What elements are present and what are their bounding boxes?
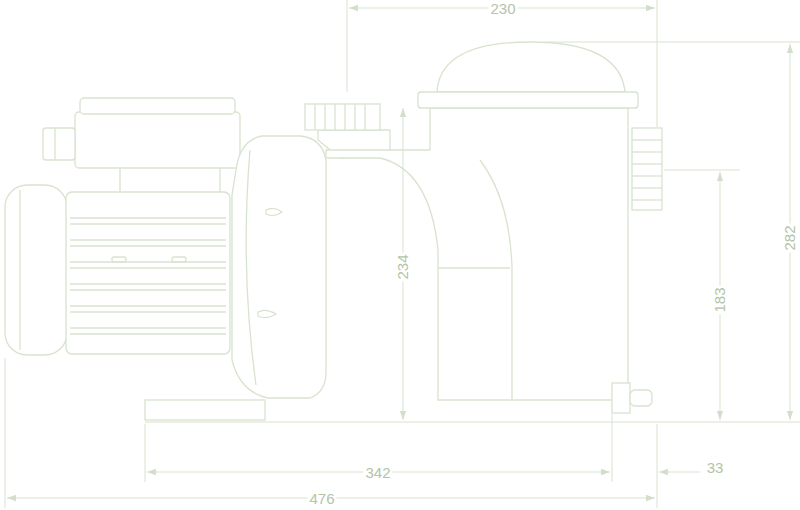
dimension-label: 230 (488, 1, 517, 17)
cable-gland (43, 128, 75, 160)
motor-body (66, 192, 230, 354)
volute (232, 136, 326, 398)
dimension-label: 183 (712, 285, 728, 314)
lid-dome (437, 42, 625, 92)
outlet-thread (305, 104, 380, 130)
pump-outline (5, 42, 662, 420)
lid-ring (418, 92, 638, 108)
dimension-label: 234 (395, 252, 411, 281)
inlet-thread (632, 128, 662, 210)
dimension-label: 476 (307, 491, 336, 507)
pump-foot (145, 400, 265, 420)
terminal-box (75, 112, 240, 168)
dimension-label: 33 (705, 460, 726, 476)
motor-fins (20, 190, 226, 350)
dimension-lines (5, 0, 800, 508)
prefilter-body (326, 108, 628, 400)
drain-plug (630, 390, 652, 406)
terminal-lid (80, 98, 235, 114)
dimension-label: 342 (363, 465, 392, 481)
drain-boss (612, 383, 630, 413)
dimension-label: 282 (782, 223, 798, 252)
fan-cover (5, 185, 67, 355)
